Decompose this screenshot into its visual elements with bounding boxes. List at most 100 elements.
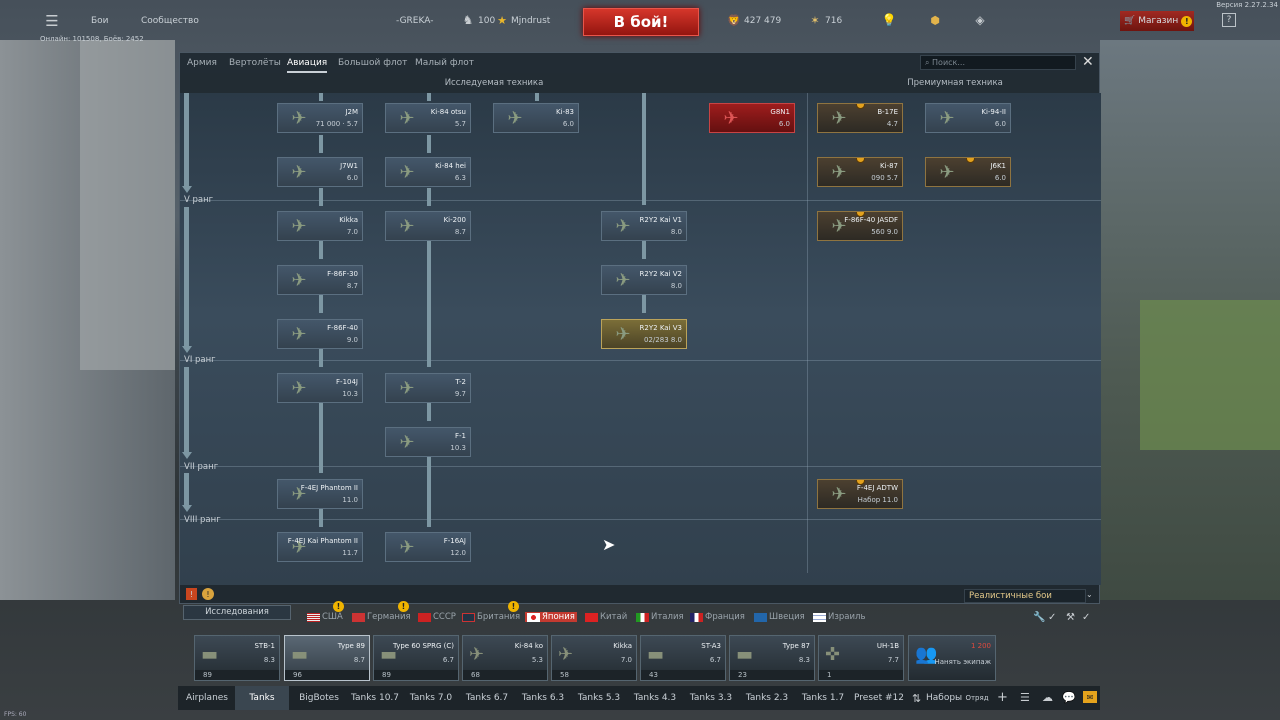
check-icon[interactable]: ✓	[1048, 612, 1057, 623]
squad-button[interactable]: Отряд	[965, 694, 989, 702]
slot-crew-level: 58	[552, 670, 636, 680]
avatar-icon[interactable]: ♞	[462, 13, 474, 27]
game-mode-select[interactable]: Реалистичные бои	[964, 589, 1086, 603]
tab-army[interactable]: Армия	[187, 58, 217, 68]
chat-icon[interactable]: 💬	[1062, 691, 1076, 704]
nation-china[interactable]: Китай	[585, 612, 627, 622]
preset-tab[interactable]: Tanks 5.3	[577, 693, 621, 703]
nation-israel[interactable]: Израиль	[813, 612, 865, 622]
nation-ussr[interactable]: СССР	[418, 612, 456, 622]
cloud-icon[interactable]: ☁	[1042, 691, 1053, 704]
plane-icon: ✈	[291, 215, 307, 237]
menu-community[interactable]: Сообщество	[141, 16, 199, 26]
shop-button[interactable]: 🛒 Магазин !	[1120, 11, 1194, 31]
crate-icon[interactable]: ◈	[975, 13, 985, 27]
nation-britain[interactable]: Британия	[462, 612, 520, 622]
research-button[interactable]: Исследования	[183, 605, 291, 620]
preset-tab[interactable]: Tanks 4.3	[633, 693, 677, 703]
preset-tab[interactable]: Tanks 6.3	[521, 693, 565, 703]
nation-sweden[interactable]: Швеция	[754, 612, 805, 622]
tab-helicopters[interactable]: Вертолёты	[229, 58, 281, 68]
nation-germany[interactable]: Германия	[352, 612, 411, 622]
chevron-down-icon[interactable]: ⌄	[1086, 590, 1093, 599]
tab-aviation[interactable]: Авиация	[287, 53, 328, 73]
check-icon[interactable]: ✓	[1082, 612, 1091, 623]
squad-name[interactable]: -GREKA-	[396, 16, 434, 26]
preset-tab-selected[interactable]: Tanks	[235, 686, 289, 710]
repair-icon[interactable]: ⚒	[1066, 612, 1075, 623]
search-input[interactable]: ⌕ Поиск...	[920, 55, 1076, 70]
preset-tab[interactable]: Tanks 3.3	[689, 693, 733, 703]
sort-icon[interactable]: ⇅	[912, 692, 922, 705]
preset-tab[interactable]: Tanks 7.0	[409, 693, 453, 703]
preset-tab[interactable]: Tanks 6.7	[465, 693, 509, 703]
list-icon[interactable]: ☰	[1020, 691, 1030, 704]
close-icon[interactable]: ✕	[1082, 54, 1094, 70]
nation-japan[interactable]: Япония	[525, 612, 577, 622]
sets-button[interactable]: Наборы	[926, 693, 963, 703]
player-nick[interactable]: Mjndrust	[511, 16, 551, 26]
lightbulb-icon[interactable]: 💡	[881, 13, 897, 27]
preset-tab[interactable]: BigBotes	[299, 693, 339, 703]
to-battle-button[interactable]: В бой!	[583, 8, 699, 36]
preset-tab[interactable]: Preset #12	[854, 693, 904, 703]
plane-icon: ✈	[291, 536, 307, 558]
menu-battles[interactable]: Бои	[91, 16, 109, 26]
preset-tab[interactable]: Tanks 1.7	[801, 693, 845, 703]
plane-icon: ✈	[558, 644, 574, 665]
menu-icon[interactable]: ☰	[45, 12, 59, 30]
tab-coastal-fleet[interactable]: Малый флот	[415, 58, 475, 68]
wrench-icon[interactable]: 🔧	[1033, 612, 1046, 623]
plane-icon: ✈	[831, 161, 847, 183]
rank-badge-icon[interactable]: ⬢	[930, 13, 940, 27]
tab-bluewater-fleet[interactable]: Большой флот	[338, 58, 408, 68]
nation-usa[interactable]: США	[307, 612, 343, 622]
shield-icon[interactable]: !	[186, 588, 197, 600]
preset-tab[interactable]: Tanks 10.7	[350, 693, 400, 703]
preset-tab[interactable]: Tanks 2.3	[745, 693, 789, 703]
help-icon[interactable]: ?	[1222, 13, 1236, 27]
plus-icon[interactable]: +	[997, 690, 1008, 705]
shield-icon[interactable]: !	[202, 588, 214, 600]
nation-italy[interactable]: Италия	[636, 612, 684, 622]
plane-icon: ✈	[399, 215, 415, 237]
mail-icon[interactable]: ✉	[1083, 691, 1097, 703]
nation-france[interactable]: Франция	[690, 612, 745, 622]
preset-tab[interactable]: Airplanes	[185, 693, 229, 703]
